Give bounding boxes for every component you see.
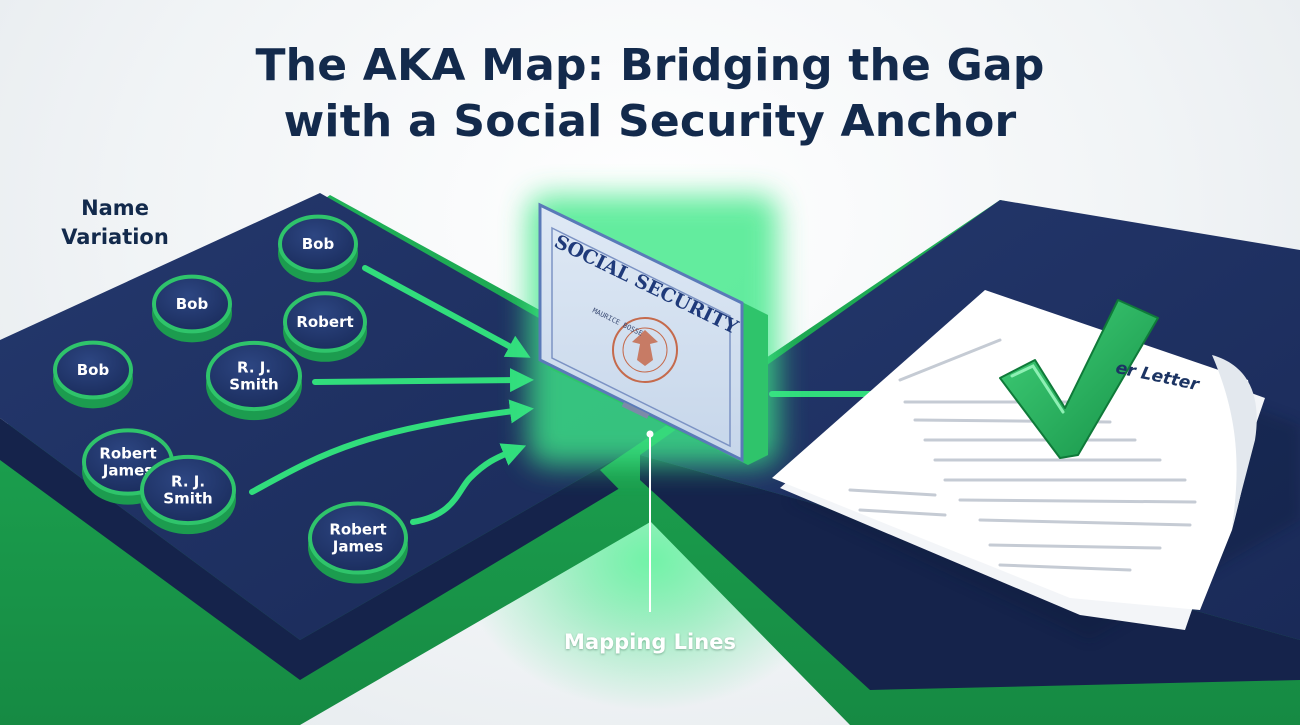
checkmark-highlight [1010, 364, 1065, 414]
chip-face [140, 454, 236, 526]
chip-face [53, 340, 133, 400]
checkmark-icon [999, 299, 1159, 459]
page-title-line-1: The AKA Map: Bridging the Gap [255, 40, 1045, 91]
chip-label: Smith [163, 490, 212, 508]
chip-bob-3: Bob [53, 340, 133, 409]
chip-label: R. J. [237, 359, 271, 377]
seal-icon [612, 317, 678, 383]
chip-label: James [332, 538, 384, 556]
mapping-lines-pointer-dot [646, 430, 654, 438]
chip-face [152, 274, 232, 334]
chip-bob-1: Bob [278, 214, 358, 283]
chip-label: Bob [302, 235, 335, 253]
social-security-card: SOCIAL SECURITY MAURICE BOSSE [528, 195, 778, 465]
chip-label: Bob [77, 361, 110, 379]
chip-label: Robert [99, 445, 156, 463]
chip-face [283, 291, 367, 353]
seal-inner-ring [622, 327, 668, 373]
chip-label: James [102, 462, 154, 480]
chip-label: Robert [329, 521, 386, 539]
document-letter [772, 290, 1300, 640]
chip-label: Robert [296, 313, 353, 331]
chip-label: Bob [176, 295, 209, 313]
arrow-from-rj-smith [312, 368, 534, 393]
page-title-line-2: with a Social Security Anchor [283, 96, 1017, 147]
mapping-lines-label: Mapping Lines [564, 630, 736, 654]
chip-face [278, 214, 358, 274]
chip-label: Smith [229, 376, 278, 394]
chip-bob-2: Bob [152, 274, 232, 343]
chip-face [308, 501, 408, 575]
card-face [538, 202, 744, 463]
chip-rj-smith-1: R. J.Smith [206, 340, 302, 421]
chip-face [206, 340, 302, 412]
name-variation-label: Name Variation [61, 196, 169, 249]
chip-robert: Robert [283, 291, 367, 362]
page-title: The AKA Map: Bridging the Gap with a Soc… [0, 38, 1300, 150]
letter-curl [1212, 355, 1257, 528]
arrow-from-bob [362, 265, 531, 358]
arrow-from-rj-smith-2 [249, 399, 534, 495]
card-inner-border [551, 226, 731, 448]
chip-rj-smith-2: R. J.Smith [140, 454, 236, 535]
arrow-from-robert-james [410, 443, 527, 525]
card-number-line [621, 402, 650, 419]
left-platform-navy-side [0, 410, 700, 680]
chip-label: R. J. [171, 473, 205, 491]
seal-eagle [632, 330, 658, 366]
letter-front-page [772, 290, 1251, 610]
